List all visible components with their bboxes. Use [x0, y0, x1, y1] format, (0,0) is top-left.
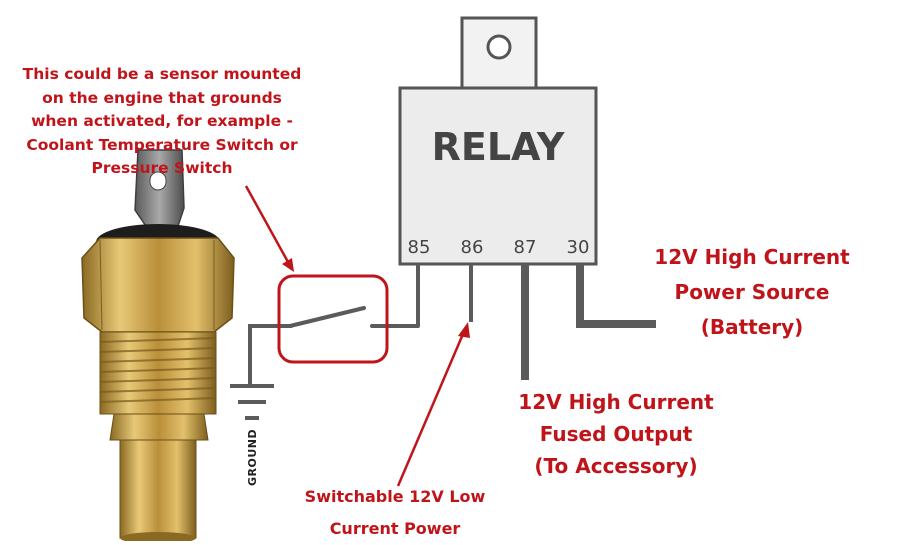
relay-wires	[416, 264, 656, 380]
relay: RELAY 85 86 87 30	[398, 16, 598, 266]
fused-output-annotation: 12V High Current Fused Output (To Access…	[498, 386, 734, 482]
sensor-switch	[288, 306, 420, 328]
power-source-line: Power Source	[674, 280, 830, 304]
pin-label-86: 86	[461, 237, 484, 258]
sensor-image	[81, 149, 235, 541]
switchable-power-line: Current Power	[329, 519, 461, 538]
fused-output-line: (To Accessory)	[534, 454, 698, 478]
ground-symbol	[230, 324, 292, 420]
switch-highlight-box	[277, 274, 389, 364]
mount-hole-icon	[486, 34, 512, 60]
pin-label-87: 87	[514, 237, 537, 258]
power-source-line: 12V High Current	[654, 245, 850, 269]
switchable-power-line: Switchable 12V Low	[304, 487, 486, 506]
power-source-line: (Battery)	[700, 315, 804, 339]
fused-output-line: Fused Output	[539, 422, 693, 446]
pin-30-wire	[576, 264, 656, 328]
pin-label-30: 30	[567, 237, 590, 258]
ground-label: GROUND	[246, 429, 259, 486]
relay-body	[398, 86, 598, 266]
relay-title: RELAY	[432, 125, 565, 169]
sensor-annotation-line: This could be a sensor mounted	[22, 65, 302, 83]
sensor-annotation: This could be a sensor mounted on the en…	[4, 63, 320, 181]
annotation-arrows	[244, 185, 470, 487]
switchable-power-annotation: Switchable 12V Low Current Power	[286, 481, 504, 545]
sensor-annotation-line: when activated, for example -	[31, 112, 293, 130]
fused-output-line: 12V High Current	[518, 390, 714, 414]
pin-label-85: 85	[408, 237, 431, 258]
sensor-annotation-line: Coolant Temperature Switch or	[26, 135, 298, 154]
power-source-annotation: 12V High Current Power Source (Battery)	[622, 240, 882, 345]
sensor-annotation-line: Pressure Switch	[91, 159, 233, 177]
sensor-annotation-line: on the engine that grounds	[42, 88, 282, 107]
